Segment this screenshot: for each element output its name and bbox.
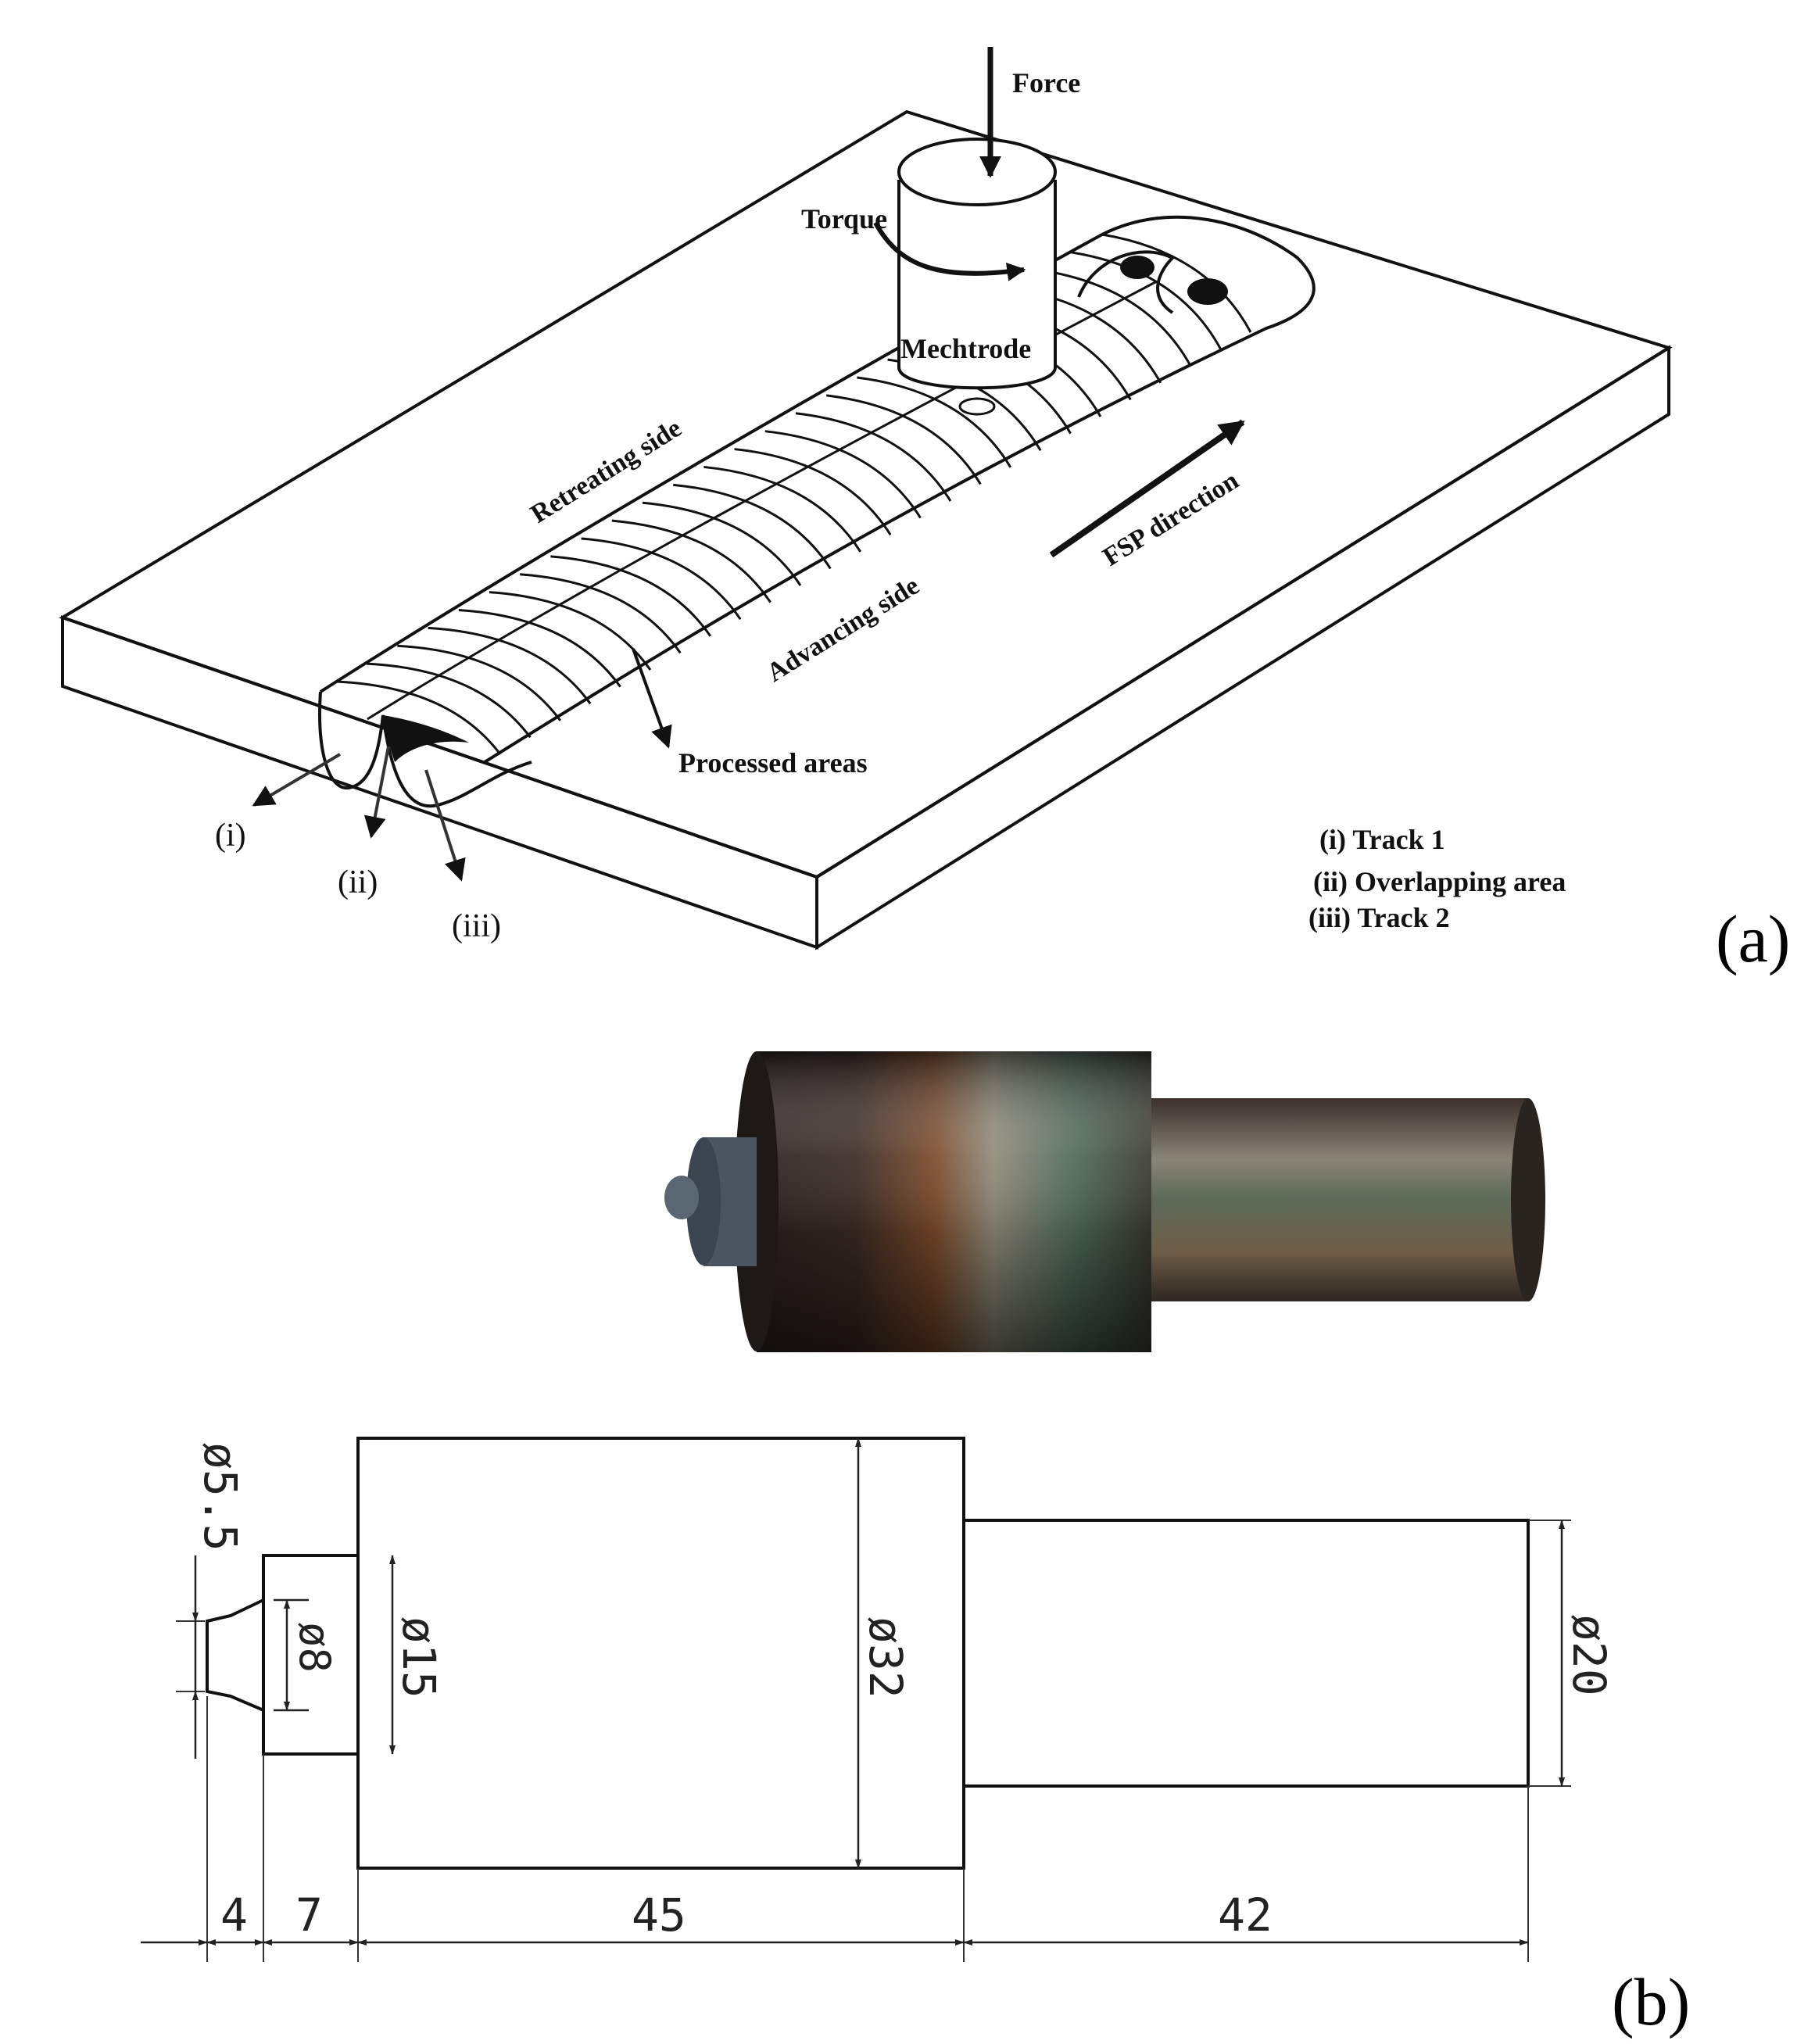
mechtrode-tool xyxy=(897,138,1057,416)
ripple-arc xyxy=(458,608,621,688)
marker-ii-arrow xyxy=(363,746,390,839)
torque-arrow xyxy=(873,221,1026,281)
dim-d20: ø20 xyxy=(1563,1614,1616,1696)
marker-i-label: (i) xyxy=(215,818,246,854)
dim-d5-5: ø5.5 xyxy=(194,1442,247,1552)
retreating-side-label: Retreating side xyxy=(526,413,687,529)
workpiece-plate-front xyxy=(61,615,818,950)
panel-b-label: (b) xyxy=(1612,1964,1690,2039)
ripple-arc xyxy=(335,680,502,755)
marker-iii-arrow xyxy=(424,769,466,882)
extension-lines xyxy=(176,1520,1571,1962)
workpiece-plate-side xyxy=(815,345,1670,950)
tool-photo-shank xyxy=(1149,1098,1528,1301)
drawing-pin xyxy=(206,1597,265,1713)
diameter-dimensions xyxy=(192,1437,1565,1869)
torque-label: Torque xyxy=(801,203,887,234)
ripple-arc xyxy=(1071,251,1222,350)
ripple-arc xyxy=(857,376,1012,468)
stir-zone-swirl xyxy=(1077,250,1176,314)
dim-len-4: 4 xyxy=(220,1888,248,1942)
mechtrode-label: Mechtrode xyxy=(900,333,1031,364)
fsp-direction-label: FSP direction xyxy=(1098,466,1244,572)
ripple-arc xyxy=(826,394,982,485)
engineering-drawing xyxy=(141,1437,1571,1962)
marker-iii-label: (iii) xyxy=(452,908,501,944)
ripple-arc xyxy=(673,483,832,570)
tool-photo-shank-end xyxy=(1511,1098,1545,1301)
stir-zone-mark-2 xyxy=(1187,278,1228,305)
processed-track-outline xyxy=(319,215,1316,764)
ripple-arc xyxy=(734,448,892,536)
tool-photo-pin xyxy=(664,1176,699,1219)
processed-areas-arrow xyxy=(632,648,672,749)
dim-len-42: 42 xyxy=(1218,1888,1273,1942)
ripple-arc xyxy=(581,537,742,621)
ripple-arc xyxy=(1101,233,1252,333)
ripple-arc xyxy=(642,501,802,586)
marker-ii-label: (ii) xyxy=(338,864,378,900)
legend: (i) Track 1 (ii) Overlapping area (iii) … xyxy=(1308,824,1566,933)
tool-pin xyxy=(958,397,996,416)
ripple-arc xyxy=(397,644,562,721)
legend-item: (ii) Overlapping area xyxy=(1313,866,1566,897)
processed-areas-label: Processed areas xyxy=(678,747,868,779)
panel-a-label: (a) xyxy=(1716,901,1790,976)
ripple-arc xyxy=(611,519,771,603)
tool-photo xyxy=(664,1051,1545,1352)
marker-i-arrow xyxy=(252,753,342,807)
ripple-arc xyxy=(428,626,592,705)
tool-photo-body-shade xyxy=(757,1051,1151,1352)
dim-d8: ø8 xyxy=(290,1622,339,1673)
ripple-arc xyxy=(703,465,862,553)
ripple-arc xyxy=(550,555,712,637)
force-label: Force xyxy=(1012,67,1080,98)
ripple-marks xyxy=(335,233,1252,755)
dim-d15: ø15 xyxy=(392,1616,446,1699)
legend-item: (i) Track 1 xyxy=(1319,824,1445,855)
dimension-labels: ø5.5 ø8 ø15 ø32 ø20 4 7 45 42 xyxy=(194,1442,1616,1942)
ripple-arc xyxy=(489,591,652,671)
fsp-direction-arrow xyxy=(1049,419,1245,558)
track-cross-section xyxy=(318,691,532,808)
tool-body xyxy=(897,180,1057,390)
ripple-arc xyxy=(520,573,682,654)
overlapping-area-dark xyxy=(383,715,469,762)
ripple-arc xyxy=(367,662,532,739)
dim-len-7: 7 xyxy=(295,1888,323,1942)
drawing-shank xyxy=(962,1519,1530,1788)
tool-top xyxy=(897,138,1057,206)
dim-len-45: 45 xyxy=(632,1888,686,1942)
advancing-side-label: Advancing side xyxy=(762,571,925,688)
legend-item: (iii) Track 2 xyxy=(1308,902,1450,933)
ripple-arc xyxy=(1040,269,1192,367)
tool-photo-shoulder-face xyxy=(686,1137,721,1265)
dim-d32: ø32 xyxy=(859,1616,912,1699)
panel-a-schematic: Force Torque Mechtrode Retreating side A… xyxy=(59,47,1790,976)
ripple-arc xyxy=(795,412,952,502)
ripple-arc xyxy=(764,430,922,519)
stir-zone-mark-1 xyxy=(1120,256,1155,279)
